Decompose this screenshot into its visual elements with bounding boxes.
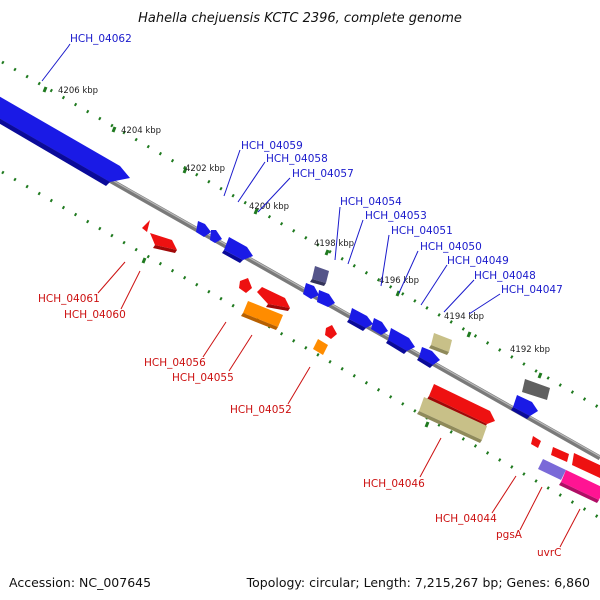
label-HCH_04049[interactable]: HCH_04049 <box>447 255 509 267</box>
forward-leaders <box>41 43 501 315</box>
label-pgsA[interactable]: pgsA <box>496 529 523 541</box>
label-HCH_04046[interactable]: HCH_04046 <box>363 478 425 490</box>
genome-title: Hahella chejuensis KCTC 2396, complete g… <box>138 11 462 26</box>
label-HCH_04052[interactable]: HCH_04052 <box>230 404 292 416</box>
tick-track-outer <box>1 60 600 410</box>
label-HCH_04061[interactable]: HCH_04061 <box>38 293 100 305</box>
gene-HCH_04061[interactable] <box>142 220 150 232</box>
label-uvrC[interactable]: uvrC <box>537 547 562 559</box>
gene-HCH_04046-olive[interactable] <box>417 397 487 443</box>
label-HCH_04059[interactable]: HCH_04059 <box>241 140 303 152</box>
gene-HCH_04058[interactable] <box>210 230 222 243</box>
gene-uvrC[interactable] <box>559 470 600 503</box>
gene-HCH_04048[interactable] <box>429 333 452 355</box>
reverse-label-group: HCH_04061 HCH_04060 HCH_04056 HCH_04055 … <box>38 293 562 559</box>
label-HCH_04054[interactable]: HCH_04054 <box>340 196 402 208</box>
tick-label-4204: 4204 kbp <box>121 126 161 136</box>
label-HCH_04057[interactable]: HCH_04057 <box>292 168 354 180</box>
gene-HCH_04056-a[interactable] <box>239 278 252 293</box>
label-HCH_04051[interactable]: HCH_04051 <box>391 225 453 237</box>
gene-HCH_04062[interactable] <box>0 91 130 186</box>
gene-pgsA[interactable] <box>551 447 600 478</box>
label-HCH_04060[interactable]: HCH_04060 <box>64 309 126 321</box>
label-HCH_04053[interactable]: HCH_04053 <box>365 210 427 222</box>
gene-HCH_04051[interactable] <box>347 308 373 331</box>
genome-summary-text: Topology: circular; Length: 7,215,267 bp… <box>246 575 590 590</box>
gene-HCH_04052[interactable] <box>313 339 328 355</box>
tick-label-4206: 4206 kbp <box>58 86 98 96</box>
gene-HCH_04055[interactable] <box>241 301 283 330</box>
major-ticks <box>42 86 543 428</box>
gene-4192-gray[interactable] <box>522 379 550 400</box>
gene-HCH_04050[interactable] <box>371 318 388 335</box>
label-HCH_04048[interactable]: HCH_04048 <box>474 270 536 282</box>
tick-label-4192: 4192 kbp <box>510 345 550 355</box>
tick-labels: 4206 kbp 4204 kbp 4202 kbp 4200 kbp 4198… <box>58 86 550 355</box>
gene-pgsA-lavender[interactable] <box>538 459 566 480</box>
gene-HCH_04053-a[interactable] <box>303 283 319 299</box>
forward-features <box>0 91 550 419</box>
label-HCH_04047[interactable]: HCH_04047 <box>501 284 563 296</box>
tick-label-4200: 4200 kbp <box>249 202 289 212</box>
gene-4192-blue[interactable] <box>511 395 538 419</box>
gene-HCH_04052-a[interactable] <box>325 325 337 339</box>
label-HCH_04055[interactable]: HCH_04055 <box>172 372 234 384</box>
accession-text: Accession: NC_007645 <box>9 575 151 590</box>
tick-label-4194: 4194 kbp <box>444 312 484 322</box>
label-HCH_04062[interactable]: HCH_04062 <box>70 33 132 45</box>
tick-label-4198: 4198 kbp <box>314 239 354 249</box>
gene-HCH_04044[interactable] <box>531 436 541 448</box>
tick-label-4196: 4196 kbp <box>379 276 419 286</box>
tick-track-inner <box>1 170 600 520</box>
gene-HCH_04047[interactable] <box>417 347 440 368</box>
gene-HCH_04049[interactable] <box>386 328 415 354</box>
forward-label-group: HCH_04062 HCH_04059 HCH_04058 HCH_04057 … <box>70 33 563 296</box>
gene-HCH_04056[interactable] <box>257 287 290 311</box>
tick-label-4202: 4202 kbp <box>185 164 225 174</box>
gene-HCH_04054[interactable] <box>310 266 329 286</box>
gene-HCH_04057[interactable] <box>222 237 253 263</box>
gene-HCH_04060[interactable] <box>150 233 177 253</box>
label-HCH_04044[interactable]: HCH_04044 <box>435 513 497 525</box>
label-HCH_04056[interactable]: HCH_04056 <box>144 357 206 369</box>
gene-HCH_04053[interactable] <box>317 290 335 307</box>
reverse-leaders <box>97 261 581 548</box>
reverse-features <box>142 220 600 503</box>
label-HCH_04058[interactable]: HCH_04058 <box>266 153 328 165</box>
label-HCH_04050[interactable]: HCH_04050 <box>420 241 482 253</box>
gene-HCH_04059[interactable] <box>196 221 211 237</box>
